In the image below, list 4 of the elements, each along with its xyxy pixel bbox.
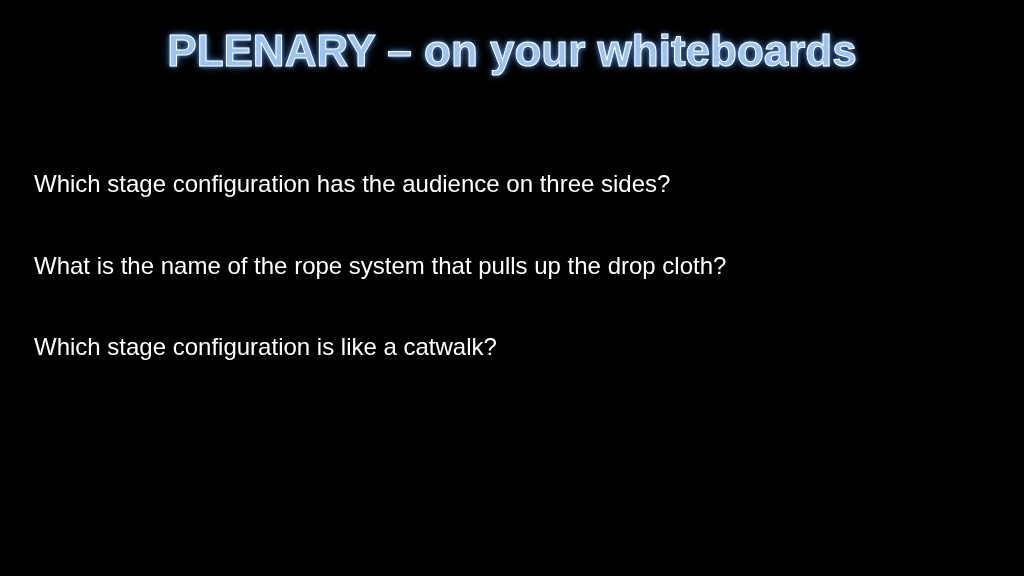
question-text: What is the name of the rope system that pulls up the drop cloth? — [34, 251, 727, 280]
question-text: Which stage configuration is like a catwalk? — [34, 333, 497, 361]
slide-title: PLENARY – on your whiteboards — [167, 26, 857, 76]
question-text: Which stage configuration has the audience on three sides? — [34, 170, 671, 198]
